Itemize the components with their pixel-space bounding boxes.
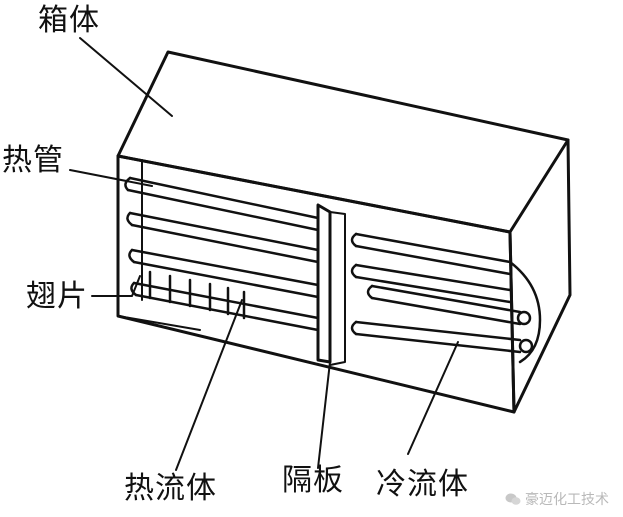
partition-plate	[318, 205, 330, 362]
label-hot-fluid: 热流体	[124, 472, 217, 506]
label-heat-pipe: 热管	[2, 144, 64, 178]
wechat-icon	[505, 491, 521, 507]
partition-plate-face	[330, 212, 345, 365]
casing-right-side	[510, 140, 570, 412]
watermark: 豪迈化工技术	[505, 489, 609, 509]
label-partition: 隔板	[282, 464, 344, 498]
leader-partition	[318, 362, 330, 468]
casing-top-face	[118, 52, 568, 232]
leader-casing	[80, 38, 172, 116]
heat-pipes-hot-side	[125, 178, 318, 330]
label-casing: 箱体	[38, 4, 100, 38]
watermark-text: 豪迈化工技术	[525, 492, 609, 508]
leader-hot-fluid	[176, 300, 242, 470]
leader-heat-pipe	[70, 170, 152, 186]
label-cold-fluid: 冷流体	[376, 468, 469, 502]
label-fin: 翅片	[26, 280, 88, 314]
